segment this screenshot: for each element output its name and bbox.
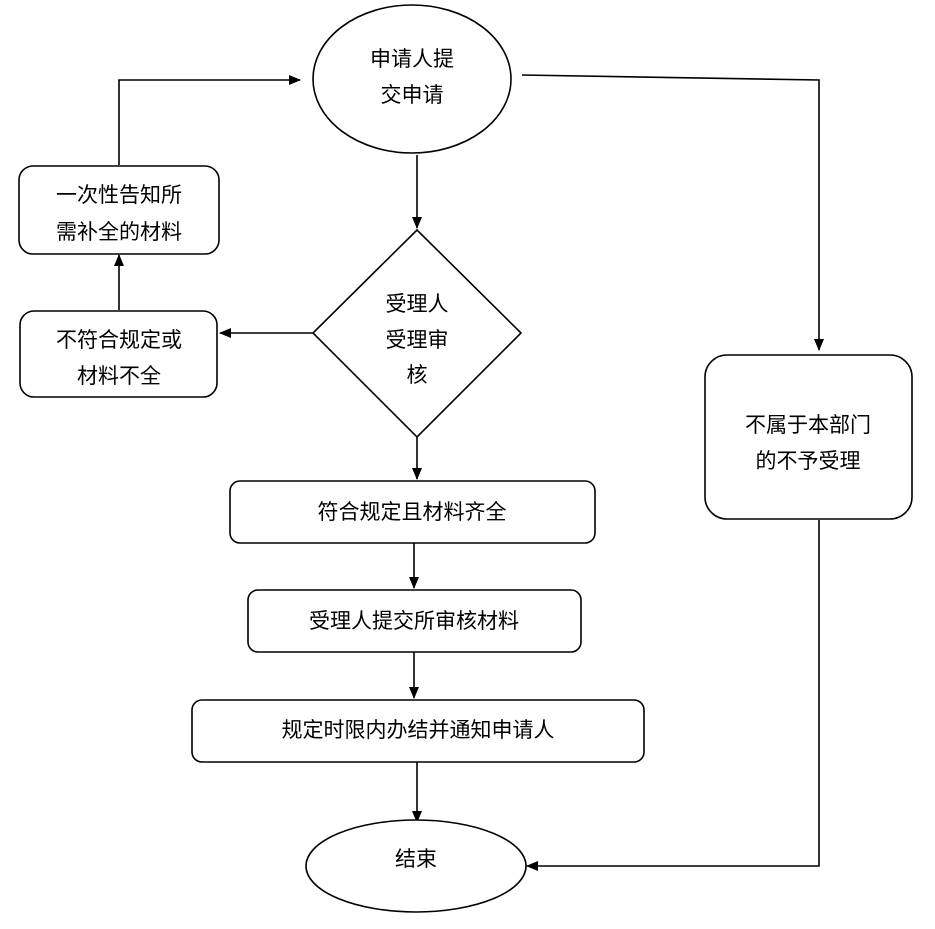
not-compliant-node: 不符合规定或 材料不全 bbox=[19, 310, 218, 398]
out-of-scope-label-line-1: 不属于本部门 bbox=[745, 413, 871, 437]
arrow-notify-back-to-start bbox=[118, 75, 301, 165]
svg-text:材料不全: 材料不全 bbox=[77, 364, 161, 388]
notify-missing-label-line-1: 一次性告知所 bbox=[56, 183, 182, 207]
svg-text:不符合规定或: 不符合规定或 bbox=[56, 328, 182, 352]
not-compliant-label-line-1: 不符合规定或 bbox=[56, 328, 182, 352]
review-label-line-2: 受理审 bbox=[386, 328, 449, 352]
svg-text:符合规定且材料齐全: 符合规定且材料齐全 bbox=[318, 500, 507, 524]
svg-text:申请人提: 申请人提 bbox=[370, 47, 454, 71]
not-compliant-label-line-2: 材料不全 bbox=[77, 364, 161, 388]
svg-text:受理人提交所审核材料: 受理人提交所审核材料 bbox=[309, 609, 519, 633]
submit-materials-node: 受理人提交所审核材料 bbox=[247, 589, 582, 653]
notify-missing-label-line-2: 需补全的材料 bbox=[56, 220, 182, 244]
compliant-node: 符合规定且材料齐全 bbox=[229, 480, 596, 544]
svg-text:一次性告知所: 一次性告知所 bbox=[56, 183, 182, 207]
submit-materials-label: 受理人提交所审核材料 bbox=[309, 609, 519, 633]
svg-text:受理人: 受理人 bbox=[386, 292, 449, 316]
compliant-label: 符合规定且材料齐全 bbox=[318, 500, 507, 524]
start-label-line-2: 交申请 bbox=[381, 83, 444, 107]
start-node: 申请人提 交申请 bbox=[312, 4, 512, 154]
notify-missing-node: 一次性告知所 需补全的材料 bbox=[18, 165, 220, 255]
start-label-line-1: 申请人提 bbox=[370, 47, 454, 71]
out-of-scope-node: 不属于本部门 的不予受理 bbox=[704, 354, 913, 520]
svg-text:不属于本部门: 不属于本部门 bbox=[745, 413, 871, 437]
svg-text:规定时限内办结并通知申请人: 规定时限内办结并通知申请人 bbox=[282, 718, 555, 742]
complete-notify-node: 规定时限内办结并通知申请人 bbox=[191, 699, 645, 763]
arrow-out-of-scope-to-end bbox=[526, 520, 820, 871]
svg-text:交申请: 交申请 bbox=[381, 83, 444, 107]
review-label-line-3: 核 bbox=[407, 363, 428, 387]
svg-text:需补全的材料: 需补全的材料 bbox=[56, 220, 182, 244]
end-node: 结束 bbox=[305, 819, 527, 913]
svg-text:受理审: 受理审 bbox=[386, 328, 449, 352]
arrow-start-to-out-of-scope bbox=[521, 74, 824, 351]
out-of-scope-label-line-2: 的不予受理 bbox=[756, 449, 861, 473]
svg-text:结束: 结束 bbox=[395, 847, 437, 871]
svg-text:的不予受理: 的不予受理 bbox=[756, 449, 861, 473]
review-decision-node: 受理人 受理审 核 bbox=[311, 228, 523, 439]
complete-notify-label: 规定时限内办结并通知申请人 bbox=[282, 718, 555, 742]
end-label: 结束 bbox=[395, 847, 437, 871]
svg-text:核: 核 bbox=[407, 363, 428, 387]
review-label-line-1: 受理人 bbox=[386, 292, 449, 316]
